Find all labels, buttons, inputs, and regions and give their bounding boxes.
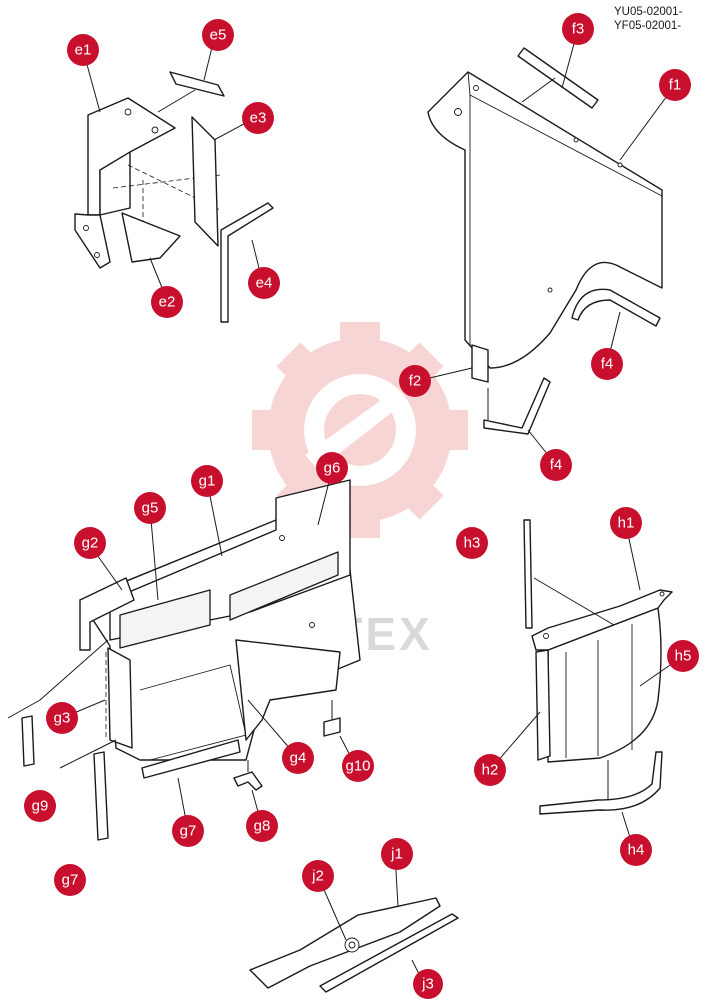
callout-e5: e5	[202, 19, 234, 51]
callout-g6: g6	[316, 452, 348, 484]
part-group-f	[427, 47, 663, 435]
svg-text:j1: j1	[390, 846, 403, 863]
part-g9-post	[21, 715, 35, 767]
part-f1-cover	[427, 71, 663, 369]
part-group-e	[74, 71, 274, 323]
svg-text:h3: h3	[464, 535, 481, 552]
part-e2-plate	[121, 212, 181, 263]
callout-f2: f2	[399, 365, 431, 397]
svg-text:e1: e1	[75, 42, 92, 59]
part-g7-strip	[141, 739, 241, 779]
callout-g2: g2	[74, 527, 106, 559]
svg-text:g6: g6	[324, 460, 341, 477]
svg-text:g3: g3	[54, 710, 71, 727]
diagram-code-line2: YF05-02001-	[614, 20, 681, 32]
callout-f4-bottom: f4	[540, 449, 572, 481]
part-f4-seal-right	[571, 288, 661, 327]
diagram-code-line1: YU05-02001-	[614, 6, 683, 18]
callout-g3: g3	[46, 702, 78, 734]
callout-g4: g4	[282, 742, 314, 774]
svg-text:h1: h1	[618, 515, 635, 532]
part-f4-seal-bottom	[483, 377, 551, 435]
callout-h1: h1	[610, 507, 642, 539]
part-g10-clip	[323, 717, 341, 737]
svg-text:j3: j3	[421, 976, 434, 993]
callout-h2: h2	[474, 754, 506, 786]
svg-text:f4: f4	[601, 356, 614, 373]
part-h2-seal	[535, 649, 551, 761]
part-group-j	[249, 897, 459, 993]
part-h5-cover	[547, 607, 662, 763]
callout-f1: f1	[659, 69, 691, 101]
svg-text:f3: f3	[572, 21, 585, 38]
part-g7-post	[93, 751, 109, 841]
callout-g5: g5	[134, 492, 166, 524]
svg-text:g1: g1	[199, 473, 216, 490]
svg-text:g9: g9	[32, 798, 49, 815]
svg-text:g7: g7	[62, 872, 79, 889]
callout-g9: g9	[24, 790, 56, 822]
svg-text:g8: g8	[254, 818, 271, 835]
part-e3-panel	[191, 116, 219, 247]
callout-f3: f3	[562, 13, 594, 45]
part-g2-bracket	[79, 577, 135, 651]
part-g4-flap	[235, 639, 341, 741]
callout-j3: j3	[413, 969, 443, 999]
svg-text:f4: f4	[550, 457, 563, 474]
svg-text:f1: f1	[669, 77, 682, 94]
callout-e4: e4	[248, 267, 280, 299]
callout-h4: h4	[620, 834, 652, 866]
part-h3-rod	[523, 519, 533, 629]
callout-e1: e1	[67, 34, 99, 66]
part-e4-seal	[220, 202, 274, 323]
svg-text:h2: h2	[482, 762, 499, 779]
part-group-g	[7, 479, 361, 841]
svg-text:e2: e2	[159, 294, 176, 311]
part-group-h	[523, 519, 673, 815]
svg-text:e4: e4	[256, 275, 273, 292]
svg-text:f2: f2	[409, 373, 422, 390]
svg-text:h5: h5	[675, 648, 692, 665]
callout-g10: g10	[342, 750, 374, 782]
part-g3-panel	[107, 647, 133, 749]
callout-h3: h3	[456, 527, 488, 559]
callout-h5: h5	[667, 640, 699, 672]
callout-g1: g1	[191, 465, 223, 497]
svg-text:e3: e3	[250, 110, 267, 127]
callout-j1: j1	[381, 838, 413, 870]
svg-text:g7: g7	[180, 823, 197, 840]
part-j3-strip	[319, 913, 459, 993]
svg-text:e5: e5	[210, 27, 227, 44]
callout-g8: g8	[246, 810, 278, 842]
callout-j2: j2	[302, 860, 334, 892]
svg-text:g2: g2	[82, 535, 99, 552]
callout-g7-strip: g7	[172, 815, 204, 847]
svg-text:j2: j2	[311, 868, 324, 885]
callout-f4-right: f4	[591, 348, 623, 380]
svg-text:g10: g10	[345, 758, 370, 775]
part-f3-strip	[517, 47, 599, 109]
svg-text:h4: h4	[628, 842, 645, 859]
part-g8-clip	[233, 771, 263, 791]
part-h1-bracket	[531, 589, 673, 651]
callout-e3: e3	[242, 102, 274, 134]
part-h4-seal	[539, 751, 663, 815]
callout-g7-post: g7	[54, 864, 86, 896]
svg-text:g4: g4	[290, 750, 307, 767]
part-e5-strip	[169, 71, 225, 97]
svg-text:g5: g5	[142, 500, 159, 517]
callout-e2: e2	[151, 286, 183, 318]
